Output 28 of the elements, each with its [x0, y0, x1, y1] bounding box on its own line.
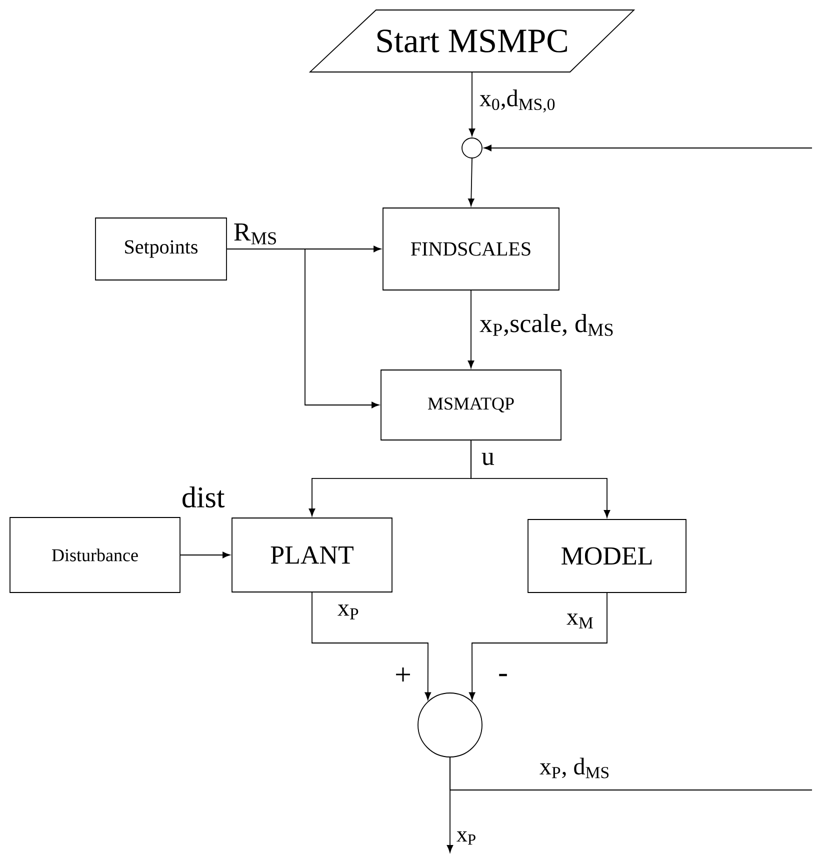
edge-label: u	[480, 452, 496, 466]
arrow	[468, 72, 476, 136]
sign-label: +	[396, 668, 410, 682]
summing-circle	[418, 692, 482, 758]
setpoints-box: Setpoints	[95, 218, 227, 280]
arrow	[180, 552, 230, 558]
plant-box: PLANT	[232, 518, 392, 592]
edge-label: x$_{0}$,d$_{MS,0}$	[478, 88, 557, 114]
edge-label: dist	[180, 485, 226, 509]
edge-label: x$_{M}$	[565, 612, 595, 630]
arrow	[312, 592, 432, 700]
junction-circle	[462, 138, 482, 158]
model-box: MODEL	[528, 519, 686, 593]
process-box: FINDSCALES	[382, 208, 560, 290]
edge-label: x$_{P}$, d$_{MS}$	[538, 756, 612, 780]
arrow	[468, 290, 474, 368]
sign-label: -	[499, 674, 507, 676]
edge-label: R$_{MS}$	[232, 222, 279, 246]
edge-label: x$_{P}$	[336, 604, 360, 620]
arrow	[468, 158, 474, 206]
edge-label: x$_{P}$	[455, 830, 478, 846]
disturbance-box: Disturbance	[10, 517, 180, 593]
edge-label: x$_{P}$,scale, d$_{MS}$	[478, 312, 616, 338]
process-box: MSMATQP	[380, 370, 562, 440]
arrow	[470, 440, 610, 518]
arrow	[468, 592, 608, 700]
arrow	[484, 144, 812, 152]
arrow	[226, 248, 380, 408]
